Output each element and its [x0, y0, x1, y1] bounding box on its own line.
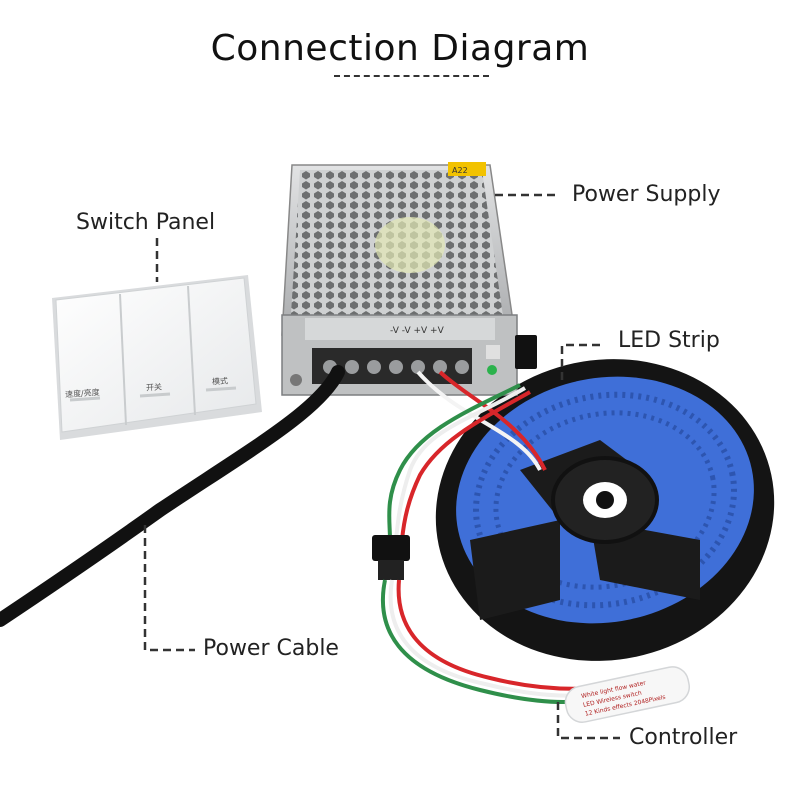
switch-panel: [52, 275, 262, 440]
wire-red-ctrl: [396, 579, 595, 691]
label-controller: Controller: [629, 725, 738, 750]
terminal-text: -V -V +V +V: [390, 326, 445, 336]
diagram-title: Connection Diagram: [210, 28, 590, 69]
label-switch-panel: Switch Panel: [76, 210, 216, 235]
controller-device: White light flow water LED Wireless swit…: [564, 666, 690, 723]
wire-white-strip: [394, 386, 527, 541]
leader-power-cable: [143, 525, 195, 652]
wire-red-strip: [400, 390, 531, 541]
wire-green-ctrl: [380, 579, 591, 704]
switch-button-label-mode: 模式: [211, 376, 229, 387]
switch-button-label-power: 开关: [145, 382, 163, 393]
led-strip-reel: [435, 359, 775, 661]
strip-plug: [515, 335, 537, 369]
wire-green-strip: [387, 383, 521, 541]
wire-white-ctrl: [388, 579, 593, 698]
leader-lines: [143, 193, 620, 740]
wire-white-ps: [416, 370, 542, 471]
label-power-supply: Power Supply: [572, 182, 721, 207]
power-cable: [0, 365, 345, 627]
label-led-strip: LED Strip: [618, 328, 720, 353]
power-supply-unit: A22 -V -V +V +V: [281, 162, 518, 396]
sticker-text: A22: [452, 166, 468, 175]
jst-connector: [372, 535, 410, 561]
label-power-cable: Power Cable: [203, 636, 339, 661]
title-underline: [334, 75, 489, 77]
